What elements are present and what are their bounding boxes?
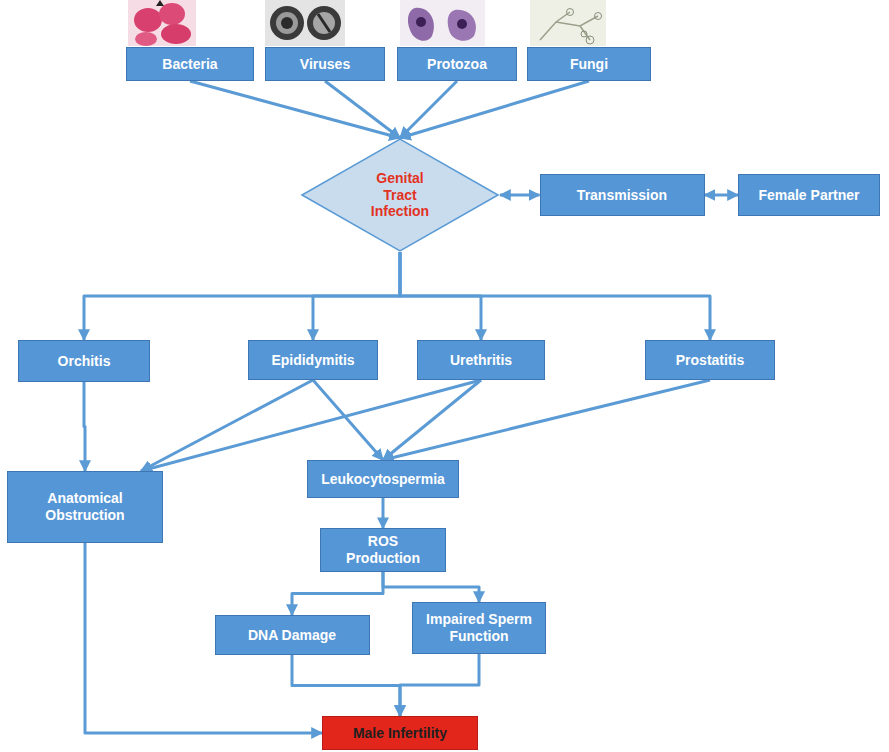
node-label: Anatomical Obstruction: [16, 490, 154, 524]
node-label: Fungi: [570, 56, 608, 73]
process-box: ROS Production: [320, 528, 446, 572]
node-label: Urethritis: [450, 352, 512, 369]
outcome-box: Male Infertility: [322, 716, 478, 750]
node-label: DNA Damage: [248, 627, 336, 644]
flow-arrow: [84, 252, 400, 340]
flow-arrow: [141, 380, 481, 471]
flow-arrow: [400, 81, 589, 138]
bacteria-image: [128, 0, 196, 46]
flow-arrow: [383, 572, 479, 602]
pathogen-box: Protozoa: [397, 47, 517, 81]
flow-arrow: [500, 194, 540, 197]
flow-arrow: [292, 572, 383, 615]
condition-box: Orchitis: [18, 340, 150, 382]
node-label: Female Partner: [758, 187, 859, 204]
process-box: Leukocytospermia: [307, 460, 459, 498]
node-label: Epididymitis: [271, 352, 354, 369]
node-label: Impaired Sperm Function: [421, 611, 537, 645]
flow-arrow: [325, 81, 400, 138]
node-label: Male Infertility: [353, 725, 447, 742]
flow-arrow: [313, 380, 383, 460]
condition-box: Epididymitis: [248, 340, 378, 380]
process-box: Anatomical Obstruction: [7, 471, 163, 543]
node-label: ROS Production: [329, 533, 437, 567]
node-label: Bacteria: [162, 56, 217, 73]
process-box: Impaired Sperm Function: [412, 602, 546, 654]
flow-arrow: [383, 380, 710, 460]
flow-arrow: [141, 380, 313, 471]
flow-arrow: [400, 654, 479, 716]
node-label: Orchitis: [58, 353, 111, 370]
flow-arrow: [292, 655, 400, 716]
pathogen-box: Viruses: [265, 47, 385, 81]
flow-arrow: [84, 382, 85, 471]
fungi-image: [530, 0, 606, 46]
condition-box: Prostatitis: [645, 340, 775, 380]
node-label: Viruses: [300, 56, 350, 73]
condition-box: Urethritis: [417, 340, 545, 380]
flow-arrow: [400, 252, 710, 340]
virus-image: [265, 0, 345, 46]
process-box: Female Partner: [738, 174, 880, 216]
decision-diamond: Genital Tract Infection: [300, 138, 500, 252]
process-box: DNA Damage: [215, 615, 370, 655]
protozoa-image: [400, 0, 485, 46]
process-box: Transmission: [540, 174, 705, 216]
flow-arrow: [190, 81, 400, 138]
node-label: Protozoa: [427, 56, 487, 73]
node-label: Genital Tract Infection: [359, 170, 441, 220]
pathogen-box: Bacteria: [126, 47, 254, 81]
flow-arrow: [705, 194, 739, 197]
flow-arrow: [382, 498, 385, 528]
pathogen-box: Fungi: [527, 47, 651, 81]
node-label: Transmission: [577, 187, 667, 204]
node-label: Leukocytospermia: [321, 471, 445, 488]
flow-arrow: [313, 252, 400, 340]
node-label: Prostatitis: [676, 352, 744, 369]
